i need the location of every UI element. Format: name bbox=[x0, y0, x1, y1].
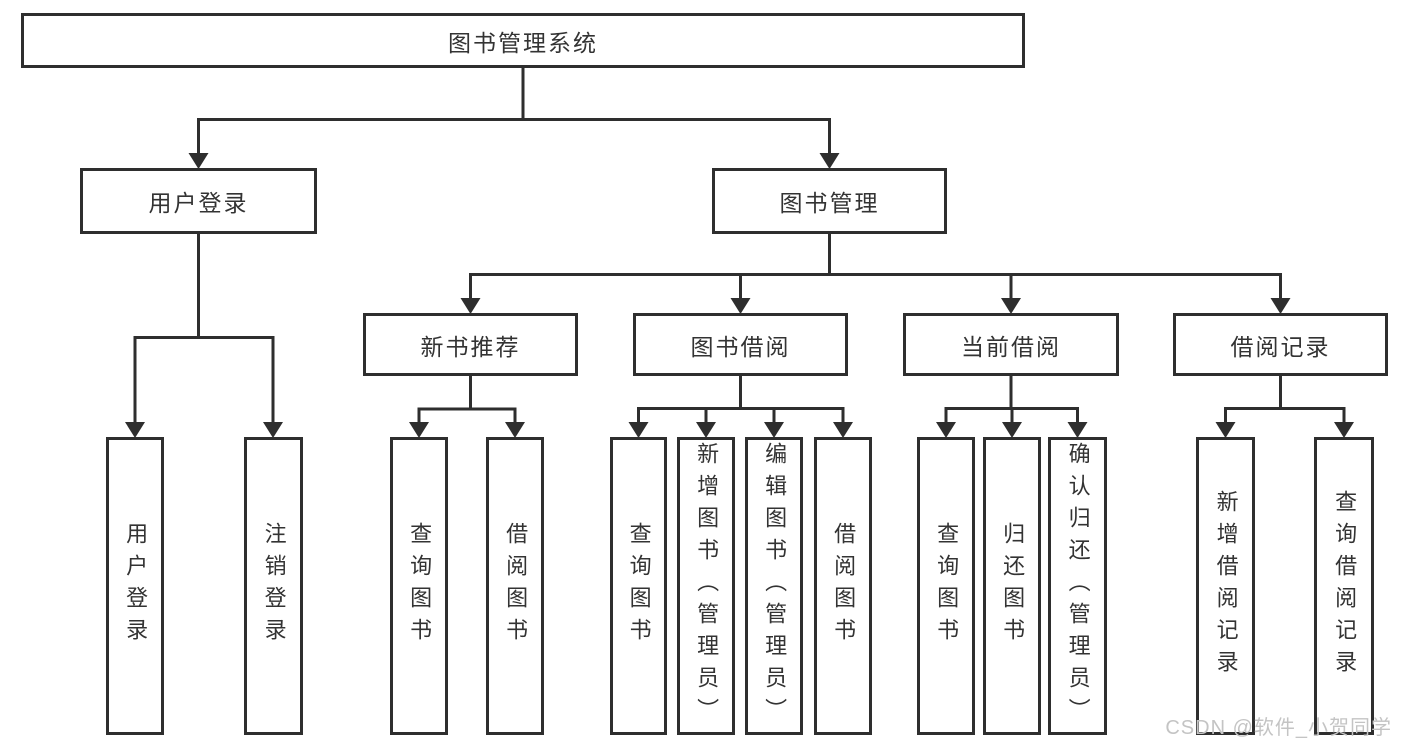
arrowheads bbox=[125, 153, 1354, 438]
leaf-edit-book-admin: 编辑图书（管理员） bbox=[745, 437, 803, 735]
leaf-query-books-recommend: 查询图书 bbox=[390, 437, 448, 735]
leaf-user-login-label: 用户登录 bbox=[123, 522, 149, 650]
leaf-query-borrow-record-label: 查询借阅记录 bbox=[1332, 490, 1358, 682]
node-root-label: 图书管理系统 bbox=[448, 29, 598, 56]
leaf-borrow-books-recommend: 借阅图书 bbox=[486, 437, 544, 735]
leaf-confirm-return-admin-label: 确认归还（管理员） bbox=[1065, 442, 1091, 730]
leaf-query-books-current: 查询图书 bbox=[917, 437, 975, 735]
node-current-borrow-label: 当前借阅 bbox=[961, 333, 1061, 360]
leaf-query-books-current-label: 查询图书 bbox=[934, 522, 960, 650]
node-book-management: 图书管理 bbox=[712, 168, 947, 234]
node-book-management-label: 图书管理 bbox=[779, 190, 880, 216]
node-user-login: 用户登录 bbox=[80, 168, 317, 234]
connector-book-management-to-level3 bbox=[469, 233, 1282, 299]
node-root: 图书管理系统 bbox=[21, 13, 1025, 68]
connector-root-to-level2 bbox=[197, 68, 831, 154]
leaf-return-book: 归还图书 bbox=[983, 437, 1041, 735]
leaf-query-books-recommend-label: 查询图书 bbox=[407, 522, 433, 650]
csdn-watermark: CSDN @软件_小贺同学 bbox=[1165, 717, 1392, 739]
leaf-query-books-borrow-label: 查询图书 bbox=[626, 522, 652, 650]
connector-user-login-to-leaves bbox=[133, 233, 275, 423]
leaf-confirm-return-admin: 确认归还（管理员） bbox=[1048, 437, 1107, 735]
node-borrow-records: 借阅记录 bbox=[1173, 313, 1388, 376]
leaf-add-book-admin: 新增图书（管理员） bbox=[677, 437, 735, 735]
leaf-add-book-admin-label: 新增图书（管理员） bbox=[694, 442, 720, 730]
connector-current-borrow-to-leaves bbox=[944, 375, 1079, 423]
node-borrow-records-label: 借阅记录 bbox=[1230, 333, 1331, 360]
node-book-borrow-label: 图书借阅 bbox=[690, 333, 791, 360]
connector-book-borrow-to-leaves bbox=[637, 375, 845, 423]
leaf-return-book-label: 归还图书 bbox=[1000, 522, 1026, 650]
leaf-logout: 注销登录 bbox=[244, 437, 303, 735]
leaf-user-login: 用户登录 bbox=[106, 437, 164, 735]
node-book-borrow: 图书借阅 bbox=[633, 313, 848, 376]
connector-borrow-record-to-leaves bbox=[1224, 375, 1346, 423]
leaf-add-borrow-record: 新增借阅记录 bbox=[1196, 437, 1255, 735]
node-new-book-recommend: 新书推荐 bbox=[363, 313, 578, 376]
leaf-edit-book-admin-label: 编辑图书（管理员） bbox=[762, 442, 788, 730]
leaf-borrow-books-label: 借阅图书 bbox=[831, 522, 857, 650]
leaf-query-borrow-record: 查询借阅记录 bbox=[1314, 437, 1374, 735]
leaf-borrow-books-recommend-label: 借阅图书 bbox=[503, 522, 529, 650]
node-current-borrow: 当前借阅 bbox=[903, 313, 1119, 376]
connector-new-book-to-leaves bbox=[417, 375, 517, 423]
node-user-login-label: 用户登录 bbox=[148, 190, 249, 216]
leaf-logout-label: 注销登录 bbox=[261, 522, 287, 650]
node-new-book-recommend-label: 新书推荐 bbox=[420, 333, 521, 360]
leaf-borrow-books: 借阅图书 bbox=[814, 437, 872, 735]
leaf-add-borrow-record-label: 新增借阅记录 bbox=[1213, 490, 1239, 682]
leaf-query-books-borrow: 查询图书 bbox=[610, 437, 667, 735]
